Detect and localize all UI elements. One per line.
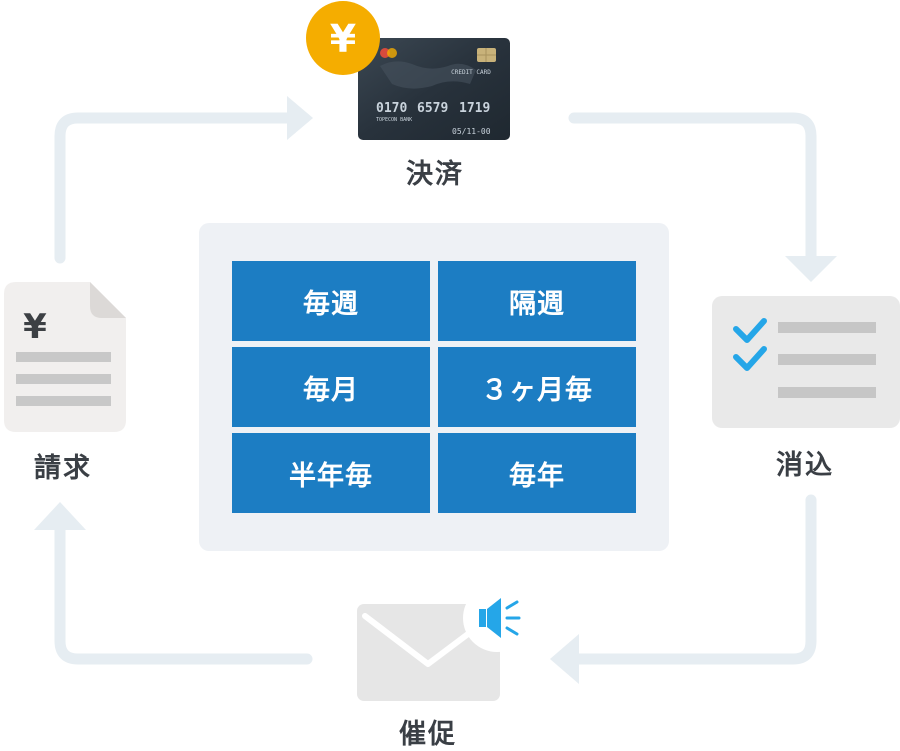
step-label-invoice: 請求 [34,453,92,484]
frequency-annual: 毎年 [438,433,636,513]
card-number-2: 6579 [417,101,448,116]
frequency-panel: 毎週 隔週 毎月 ３ヶ月毎 半年毎 毎年 [199,223,669,551]
credit-card-icon: CREDIT CARD 0170 6579 1719 TOPECON BANK … [358,38,510,140]
arrow-reconcile-to-reminder [572,494,817,665]
frequency-monthly: 毎月 [232,347,430,427]
coin-yen-symbol: ¥ [330,17,356,61]
arrowhead-up [34,502,86,530]
frequency-biweekly: 隔週 [438,261,636,341]
checklist-icon [712,296,900,428]
frequency-grid: 毎週 隔週 毎月 ３ヶ月毎 半年毎 毎年 [232,261,636,513]
frequency-weekly: 毎週 [232,261,430,341]
card-number-3: 1719 [459,101,490,116]
invoice-document-icon: ¥ [4,282,126,432]
card-header-text: CREDIT CARD [451,69,491,76]
megaphone-icon [463,584,531,652]
yen-coin-icon: ¥ [306,1,380,75]
flow-arrows [54,112,817,665]
arrow-reminder-to-invoice [54,522,313,665]
arrowhead-down [785,256,837,282]
arrow-invoice-to-payment [54,112,294,264]
card-bank-text: TOPECON BANK [376,117,412,123]
step-label-reconcile: 消込 [776,450,834,481]
invoice-yen-symbol: ¥ [23,307,47,347]
arrowhead-left [550,634,579,684]
card-number-1: 0170 [376,101,407,116]
frequency-semiannual: 半年毎 [232,433,430,513]
arrowhead-right [287,96,313,140]
step-label-payment: 決済 [406,159,464,190]
frequency-quarterly: ３ヶ月毎 [438,347,636,427]
step-label-reminder: 催促 [399,719,457,750]
arrow-heads [34,96,837,684]
card-expiry-text: 05/11-00 [452,127,491,136]
arrow-payment-to-reconcile [568,112,817,264]
